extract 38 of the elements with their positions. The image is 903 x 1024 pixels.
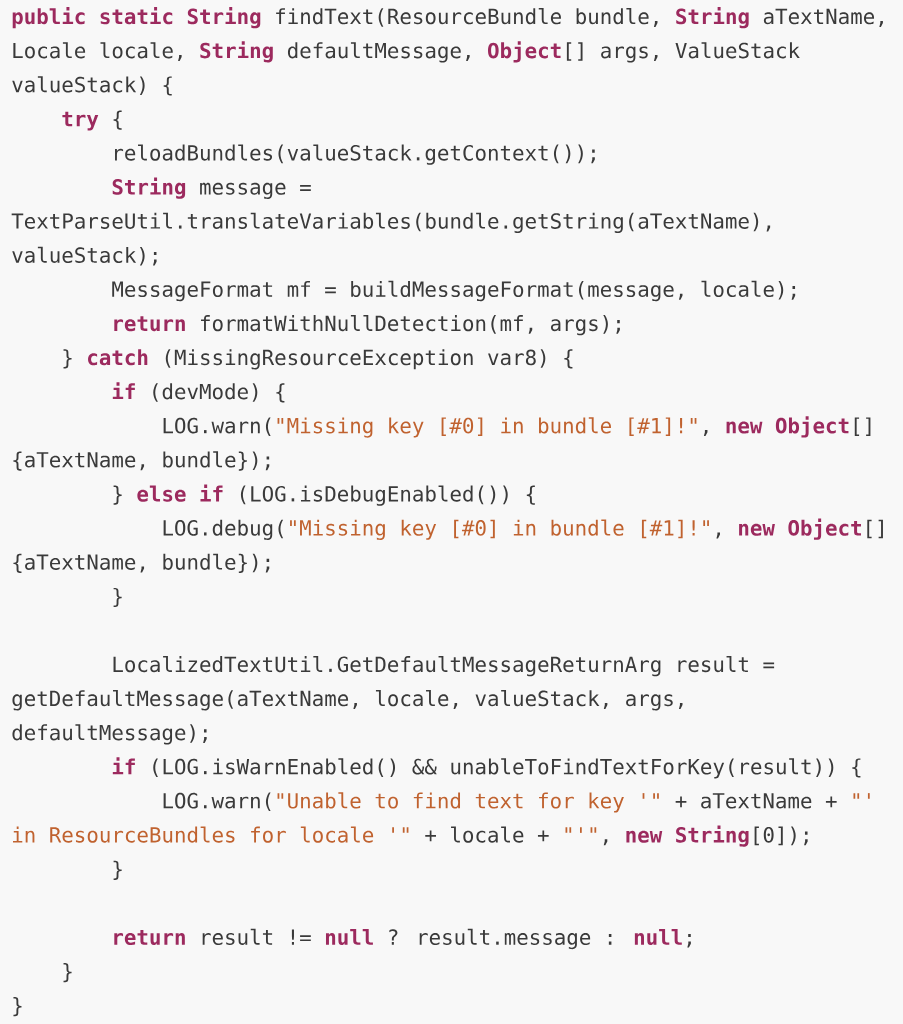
string-literal: "Unable to find text for key '" (277, 792, 659, 813)
code-text: LOG.debug( (163, 519, 284, 540)
code-text: } (13, 997, 22, 1017)
code-text: public static String findText(ResourceBundle bundle, String aTextName, (12, 7, 883, 29)
string-literal: "Missing key [#0] in bundle [#1]!" (277, 417, 697, 438)
code-text: } (113, 860, 122, 880)
code-text: {aTextName, bundle}); (13, 553, 270, 573)
code-text: LOG.warn( (163, 792, 271, 812)
string-literal: "' (853, 793, 870, 799)
code-text: + locale + (425, 826, 549, 843)
string-literal: "'" (565, 827, 597, 833)
code-text: if (devMode) { (112, 382, 285, 403)
code-text: String message = (112, 177, 311, 199)
code-text: LocalizedTextUtil.GetDefaultMessageReturnArg result = (113, 655, 775, 677)
code-text: LOG.warn( (163, 417, 271, 436)
code-text: valueStack) { (12, 76, 172, 96)
code-text: } (113, 587, 122, 608)
code-text: return result != null ? result.message : null; (114, 928, 691, 950)
code-text: MessageFormat mf = buildMessageFormat(message, locale); (112, 280, 796, 302)
code-text: } catch (MissingResourceException var8) { (63, 349, 573, 370)
code-text: {aTextName, bundle}); (13, 451, 270, 471)
string-literal: "Missing key [#0] in bundle [#1]!" (290, 519, 709, 540)
code-text: getDefaultMessage(aTextName, locale, valueStack, args, (12, 690, 683, 711)
code-text: reloadBundles(valueStack.getContext()); (115, 144, 595, 165)
string-literal: in ResourceBundles for locale '" (13, 826, 409, 843)
code-text: + aTextName + (675, 793, 837, 809)
code-text: , new Object[] (716, 518, 883, 540)
code-text: try { (62, 110, 122, 131)
code-text: valueStack); (12, 246, 157, 266)
code-text: , new Object[] (703, 416, 871, 438)
code-text: TextParseUtil.translateVariables(bundle.getString(aTextName), (11, 212, 771, 234)
code-text: if (LOG.isWarnEnabled() && unableToFindTextForKey(result)) { (112, 757, 861, 779)
code-text: , new String[0]); (603, 825, 808, 847)
code-text: } (63, 963, 72, 983)
code-text: } else if (LOG.isDebugEnabled()) { (113, 484, 535, 506)
code-text: defaultMessage); (12, 724, 207, 745)
code-text: Locale locale, String defaultMessage, Object[] args, ValueStack (13, 41, 800, 63)
code-text: return formatWithNullDetection(mf, args); (114, 314, 620, 336)
